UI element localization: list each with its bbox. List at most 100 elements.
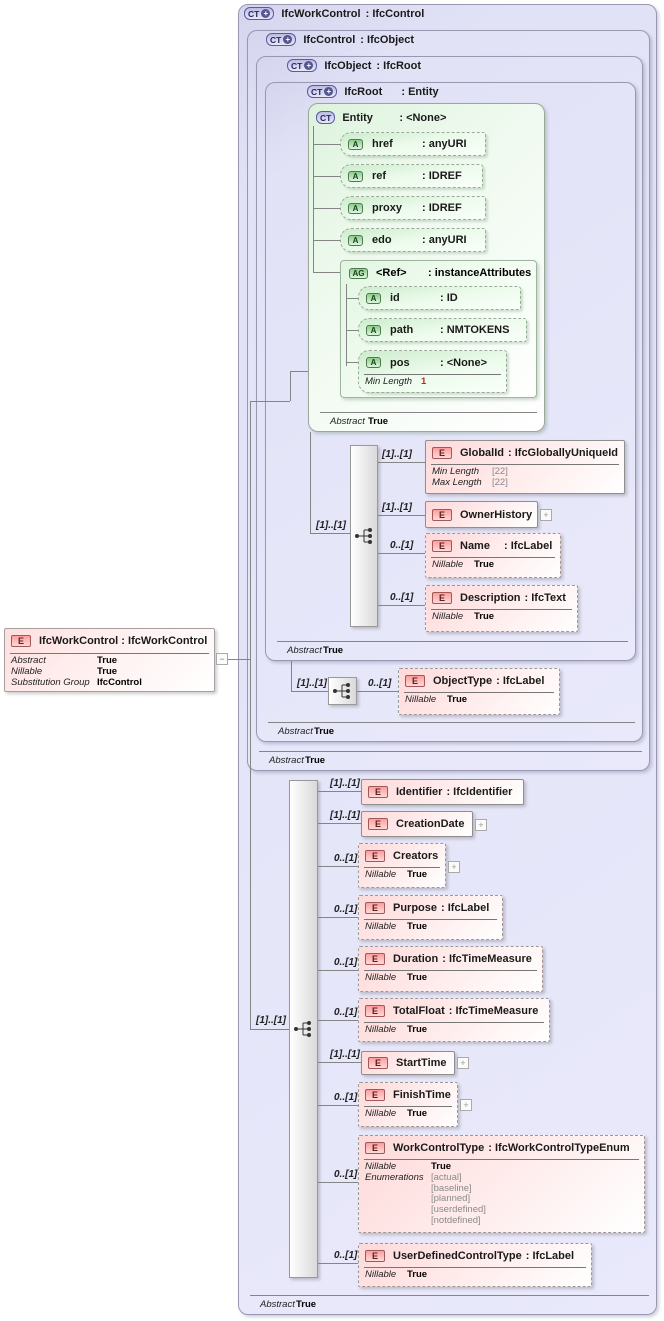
nillable-value: True [407,1108,428,1119]
cardinality-label: [1]..[1] [297,678,327,689]
element-name: TotalFloat [393,1004,445,1017]
divider [431,609,572,610]
attribute-icon: A [348,138,363,150]
complextype-icon: CT+ [307,85,338,98]
expand-button[interactable]: + [460,1099,472,1111]
connector-line [318,791,361,792]
connector-line [318,1182,358,1183]
plus-icon: + [283,35,293,44]
cardinality-label: 0..[1] [334,1169,358,1180]
element-type: : IfcLabel [441,901,490,914]
element-icon: E [11,635,31,647]
expand-button[interactable]: + [457,1057,469,1069]
enum-value: [baseline] [431,1182,472,1194]
nillable-value: True [407,921,428,932]
connector-line [291,661,292,691]
divider [404,692,554,693]
attribute-icon: A [366,357,381,368]
enum-value: [actual] [431,1171,462,1183]
complextype-icon: CT [316,111,336,124]
footer-line [320,412,537,413]
abstract-value: True [97,655,118,666]
attribute-icon: A [348,170,363,182]
attr-name: path [390,324,414,336]
cardinality-label: [1]..[1] [330,810,360,821]
attribute-icon: A [366,292,381,304]
cardinality-label: [1]..[1] [382,502,412,513]
connector-line [310,432,311,533]
abstract-value: True [368,416,389,427]
plus-icon: + [261,9,271,18]
attr-type: : IDREF [422,202,462,214]
abstract-label: Abstract [269,755,304,766]
element-icon: E [432,539,452,552]
expand-button[interactable]: + [540,509,552,521]
connector-line [290,371,308,372]
enum-spacer [365,1184,431,1195]
divider [364,919,497,920]
cardinality-label: 0..[1] [334,853,358,864]
nillable-label: Nillable [365,869,397,880]
element-type: : IfcWorkControlTypeEnum [488,1141,630,1154]
attribute-icon: A [348,202,363,214]
complextype-icon: CT+ [244,7,275,20]
attr-name: edo [372,234,392,246]
nillable-label: Nillable [365,972,397,983]
enumerations-label: Enumerations [365,1171,424,1183]
divider [364,1106,452,1107]
nillable-value: True [474,611,495,622]
element-type: : IfcLabel [504,539,553,552]
element-icon: E [365,1249,385,1262]
nillable-label: Nillable [432,559,464,570]
cardinality-label: [1]..[1] [256,1015,286,1026]
nillable-label: Nillable [432,611,464,622]
base-type: : <None> [399,111,447,124]
type-name: IfcWorkControl [281,7,361,20]
connector-line [250,401,251,1029]
expand-button[interactable]: + [448,861,460,873]
element-icon: E [368,1057,388,1069]
connector-line [378,462,425,463]
header-ifcobject: CT+ IfcObject : IfcRoot [287,59,421,72]
divider [431,464,619,465]
nillable-label: Nillable [365,1161,397,1172]
cardinality-label: 0..[1] [390,592,414,603]
expand-button[interactable]: + [475,819,487,831]
divider [10,653,209,654]
attr-name: ref [372,170,387,182]
substitution-group-value: IfcControl [97,676,142,688]
collapse-button[interactable]: − [216,653,228,665]
abstract-value: True [296,1299,317,1310]
divider [431,557,555,558]
abstract-value: True [314,726,335,737]
nillable-label: Nillable [11,665,43,677]
nillable-value: True [407,869,428,880]
complextype-icon: CT+ [266,33,297,46]
attr-type: : <None> [440,356,488,369]
connector-line [318,1020,358,1021]
abstract-label: Abstract [330,416,365,427]
element-type: : IfcText [524,591,566,604]
connector-line [250,1029,289,1030]
nillable-value: True [474,559,495,570]
element-icon: E [368,786,388,798]
